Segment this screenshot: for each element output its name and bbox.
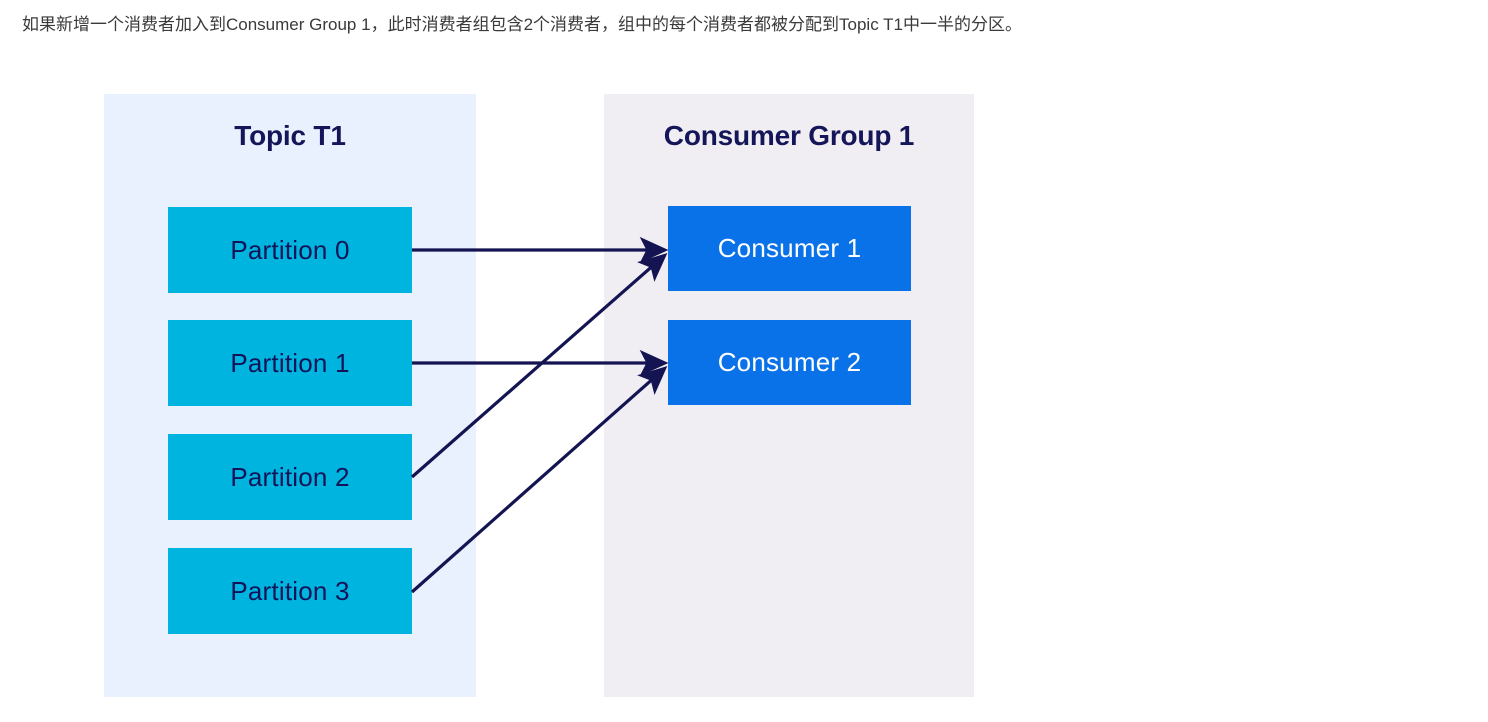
topic-panel-title: Topic T1 [234, 120, 346, 151]
partition-box-1[interactable]: Partition 1 [168, 320, 412, 406]
consumer-group-panel-title: Consumer Group 1 [663, 120, 915, 151]
consumer-box-1[interactable]: Consumer 1 [668, 206, 911, 291]
consumer-box-2[interactable]: Consumer 2 [668, 320, 911, 405]
partition-box-0[interactable]: Partition 0 [168, 207, 412, 293]
caption-text: 如果新增一个消费者加入到Consumer Group 1，此时消费者组包含2个消… [22, 15, 1022, 34]
partition-box-3[interactable]: Partition 3 [168, 548, 412, 634]
partition-box-2[interactable]: Partition 2 [168, 434, 412, 520]
